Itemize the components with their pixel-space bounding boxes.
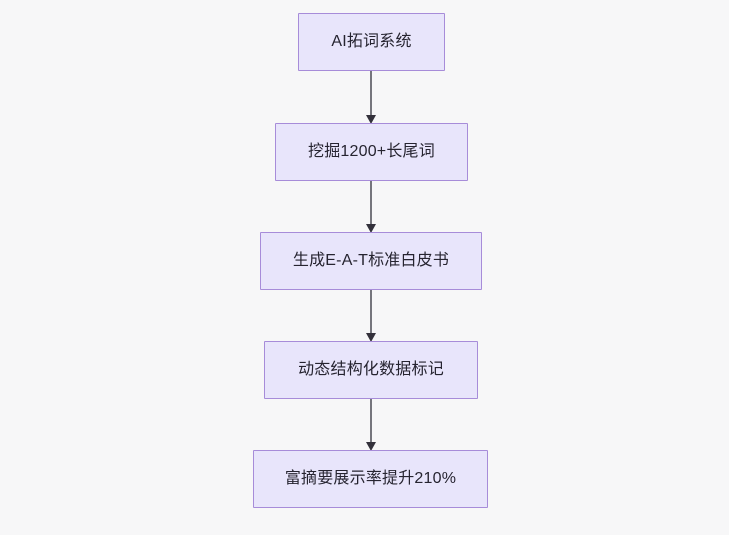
node-label: 挖掘1200+长尾词 [308, 143, 435, 161]
edge-n3-n4 [366, 290, 376, 342]
edge-n4-n5 [366, 399, 376, 451]
edge-n1-n2 [366, 71, 376, 124]
flowchart-node-ai-keyword-system[interactable]: AI拓词系统 [298, 13, 445, 71]
node-label: 生成E-A-T标准白皮书 [292, 252, 450, 270]
node-label: 动态结构化数据标记 [298, 361, 444, 379]
node-label: AI拓词系统 [331, 33, 412, 51]
flowchart-node-generate-eat-whitepaper[interactable]: 生成E-A-T标准白皮书 [260, 232, 482, 290]
node-label: 富摘要展示率提升210% [284, 470, 457, 488]
edge-n2-n3 [366, 181, 376, 233]
flowchart-node-rich-snippet-impression-lift[interactable]: 富摘要展示率提升210% [253, 450, 488, 508]
flowchart-node-mine-longtail-keywords[interactable]: 挖掘1200+长尾词 [275, 123, 468, 181]
flowchart-node-dynamic-structured-data-markup[interactable]: 动态结构化数据标记 [264, 341, 478, 399]
